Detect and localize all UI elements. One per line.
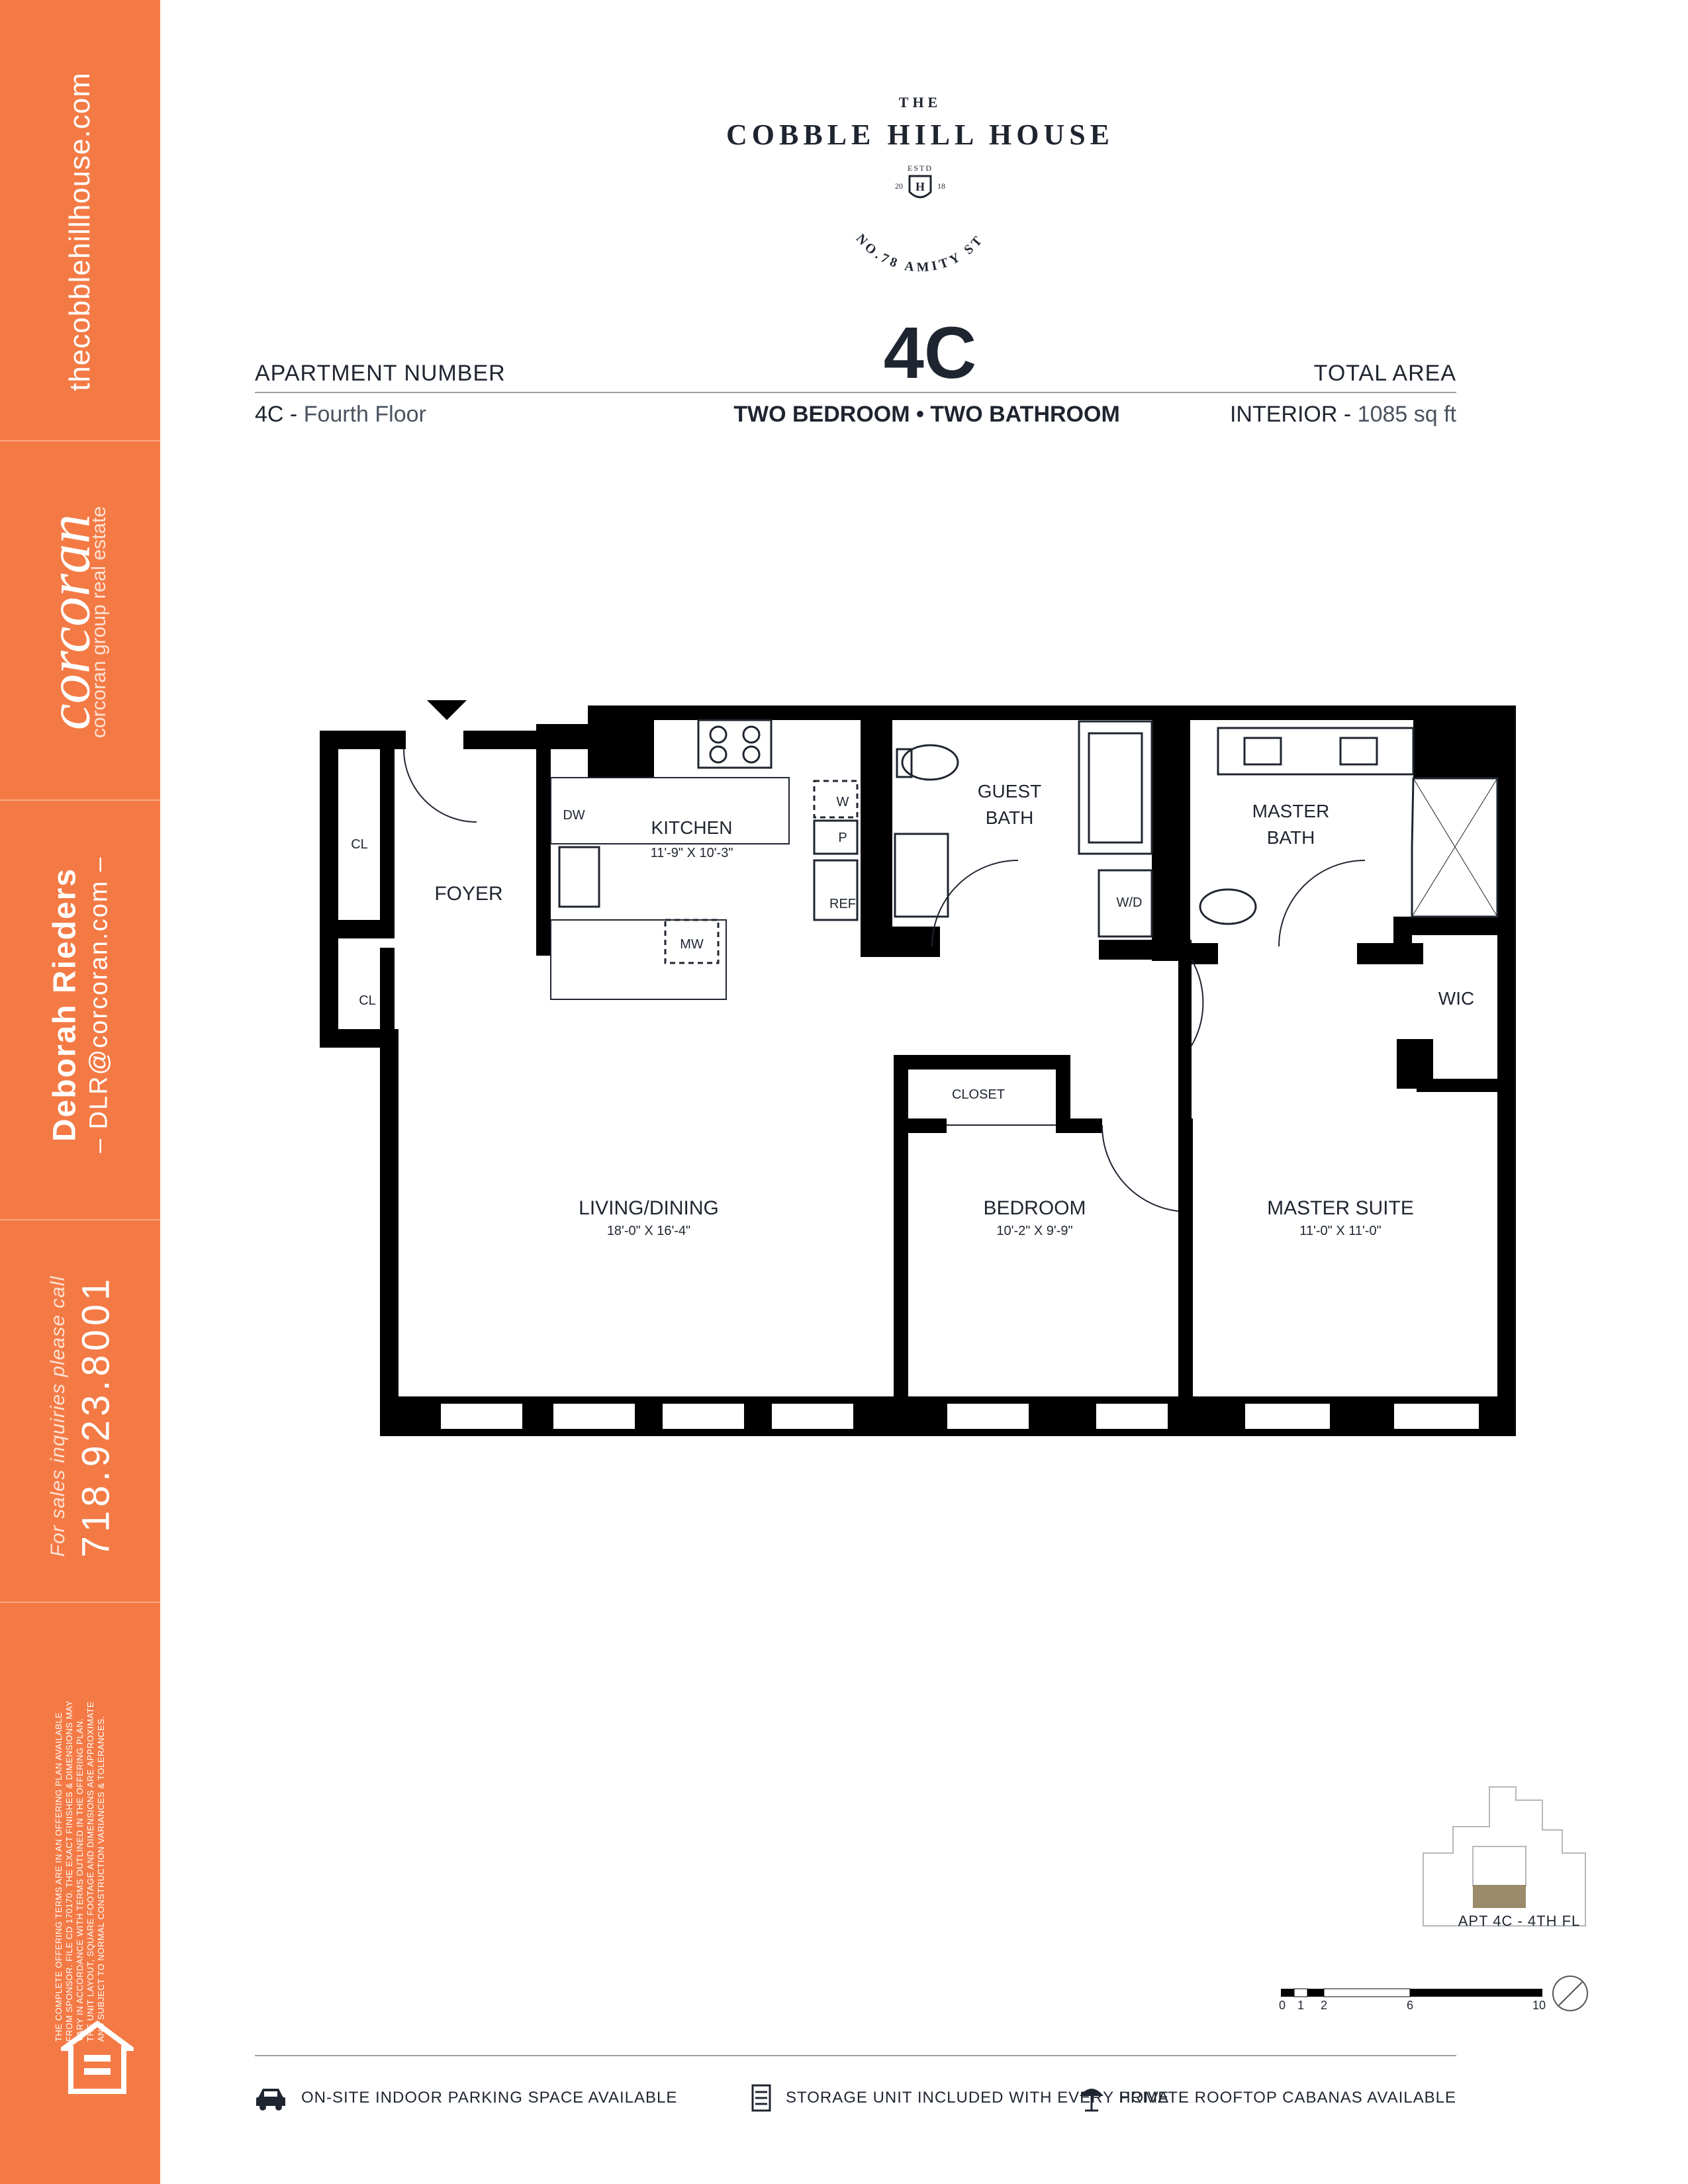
unit-type: TWO BEDROOM • TWO BATHROOM — [733, 402, 1120, 427]
stove-icon — [697, 719, 773, 769]
header-divider — [255, 392, 1456, 393]
equal-housing-icon — [61, 2021, 134, 2094]
appliance-washer: W — [837, 795, 849, 809]
washer-dryer-icon — [1098, 869, 1153, 938]
scale-tick-10: 10 — [1532, 1999, 1546, 2012]
interior-prefix: INTERIOR - — [1229, 402, 1352, 427]
room-master-bath-line2: BATH — [1267, 827, 1315, 848]
footer-divider — [255, 2055, 1456, 2056]
umbrella-icon — [1079, 2089, 1103, 2112]
feature-rooftop: PRIVATE ROOFTOP CABANAS AVAILABLE — [1078, 2085, 1456, 2112]
cobble-hill-house-logo: THE COBBLE HILL HOUSE ESTD H 20 18 NO.78… — [726, 94, 1114, 271]
logo-monogram: H — [915, 180, 925, 193]
room-kitchen: KITCHEN — [651, 817, 733, 838]
keyplan-label: APT 4C - 4TH FL — [1458, 1913, 1581, 1929]
shower-icon — [1411, 777, 1499, 918]
logo-year-left: 20 — [895, 181, 903, 191]
apartment-number: 4C — [883, 312, 977, 394]
appliance-washer-dryer: W/D — [1117, 895, 1143, 910]
room-closet-top: CL — [351, 837, 368, 852]
apartment-floor: 4C - Fourth Floor — [255, 402, 426, 428]
interior-value: 1085 sq ft — [1357, 402, 1456, 427]
room-closet: CLOSET — [952, 1087, 1005, 1102]
scale-tick-2: 2 — [1321, 1999, 1328, 2012]
north-arrow-icon — [1552, 1976, 1588, 2011]
sidebar-divider — [0, 440, 160, 441]
toilet-icon — [901, 744, 959, 781]
total-area-label: TOTAL AREA — [1313, 361, 1456, 386]
room-foyer: FOYER — [434, 883, 502, 905]
sidebar-divider — [0, 1602, 160, 1603]
floor-prefix: 4C - — [255, 402, 298, 427]
sidebar-divider — [0, 1219, 160, 1220]
room-living-dining: LIVING/DINING — [579, 1197, 719, 1219]
plan-walls — [320, 700, 1516, 1436]
feature-rooftop-label: PRIVATE ROOFTOP CABANAS AVAILABLE — [1119, 2089, 1456, 2107]
scale-tick-1: 1 — [1297, 1999, 1305, 2012]
storage-icon — [751, 2084, 771, 2112]
car-icon — [256, 2089, 285, 2111]
room-closet-bottom: CL — [359, 993, 376, 1008]
appliance-microwave: MW — [680, 937, 704, 952]
room-guest-bath-line1: GUEST — [978, 781, 1041, 801]
room-master-suite: MASTER SUITE — [1267, 1197, 1414, 1219]
room-labels: KITCHEN 11'-9" X 10'-3" FOYER GUEST BATH… — [351, 781, 1474, 1238]
feature-storage: STORAGE UNIT INCLUDED WITH EVERY HOME — [751, 2084, 1170, 2112]
sidebar: thecobblehillhouse.com corcoran corcoran… — [0, 0, 160, 2184]
appliance-pantry: P — [838, 831, 847, 845]
sidebar-divider — [0, 799, 160, 801]
feature-parking: ON-SITE INDOOR PARKING SPACE AVAILABLE — [255, 2085, 677, 2111]
room-master-bath-line1: MASTER — [1252, 801, 1330, 821]
scale-tick-6: 6 — [1407, 1999, 1414, 2012]
entry-arrow-icon — [427, 700, 467, 720]
keyplan-unit-highlight — [1473, 1885, 1526, 1908]
key-plan — [1423, 1786, 1586, 1927]
room-master-suite-dims: 11'-0" X 11'-0" — [1299, 1224, 1381, 1238]
shield-icon — [908, 175, 932, 199]
logo-the: THE — [899, 94, 941, 111]
windows — [440, 1402, 1480, 1430]
vanity-icon — [1217, 727, 1415, 776]
bathtub-icon — [1078, 720, 1153, 855]
appliance-dishwasher: DW — [563, 808, 585, 823]
room-bedroom: BEDROOM — [983, 1197, 1086, 1219]
room-living-dims: 18'-0" X 16'-4" — [607, 1224, 690, 1238]
logo-year-right: 18 — [937, 181, 945, 191]
appliance-refrigerator: REF — [829, 897, 856, 911]
scale-bar — [1281, 1976, 1588, 2011]
room-bedroom-dims: 10'-2" X 9'-9" — [996, 1224, 1072, 1238]
master-toilet-icon — [1199, 888, 1257, 925]
interior-area: INTERIOR - 1085 sq ft — [1230, 402, 1456, 428]
fixtures — [403, 719, 1499, 1212]
room-guest-bath-line2: BATH — [986, 807, 1034, 828]
apartment-number-label: APARTMENT NUMBER — [255, 361, 506, 386]
scale-tick-0: 0 — [1279, 1999, 1286, 2012]
room-kitchen-dims: 11'-9" X 10'-3" — [651, 846, 733, 860]
sink-icon — [558, 846, 600, 908]
floor-value: Fourth Floor — [303, 402, 426, 427]
feature-parking-label: ON-SITE INDOOR PARKING SPACE AVAILABLE — [301, 2089, 678, 2107]
logo-name: COBBLE HILL HOUSE — [726, 118, 1114, 151]
guest-sink-icon — [894, 833, 949, 918]
logo-estd: ESTD — [908, 163, 933, 173]
room-wic: WIC — [1438, 988, 1474, 1009]
feature-storage-label: STORAGE UNIT INCLUDED WITH EVERY HOME — [786, 2089, 1170, 2107]
